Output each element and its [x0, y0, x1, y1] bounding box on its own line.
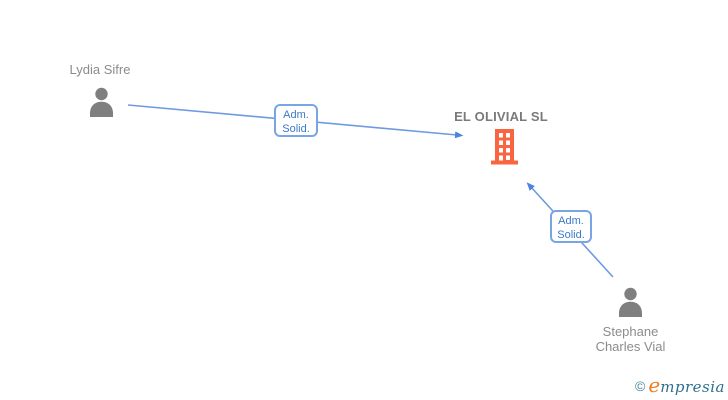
node-person-stephane-charles-vial[interactable] — [617, 287, 644, 323]
edge-label-line2: Solid. — [282, 123, 310, 135]
edge-label-stephane-adm-solid: Adm. Solid. — [550, 210, 592, 243]
edge-label-line1: Adm. — [558, 215, 584, 227]
edge-label-line1: Adm. — [283, 109, 309, 121]
empresia-logo[interactable]: ©empresia — [635, 373, 725, 397]
building-icon — [490, 129, 519, 169]
edge-label-line2: Solid. — [557, 229, 585, 241]
brand-name: mpresia — [660, 378, 725, 396]
node-label-line2: Charles Vial — [595, 339, 666, 354]
node-person-lydia-sifre[interactable] — [88, 87, 115, 123]
person-icon — [617, 287, 644, 322]
node-company-el-olivial-sl[interactable] — [490, 129, 519, 170]
node-label-line1: Stephane — [602, 324, 659, 339]
node-label-el-olivial-sl: EL OLIVIAL SL — [454, 109, 548, 124]
brand-initial: e — [648, 373, 661, 397]
person-icon — [88, 87, 115, 122]
edge-label-lydia-adm-solid: Adm. Solid. — [274, 104, 318, 137]
copyright-icon: © — [635, 378, 646, 394]
node-label-stephane-charles-vial: Stephane Charles Vial — [575, 324, 686, 354]
node-label-lydia-sifre: Lydia Sifre — [69, 62, 131, 77]
